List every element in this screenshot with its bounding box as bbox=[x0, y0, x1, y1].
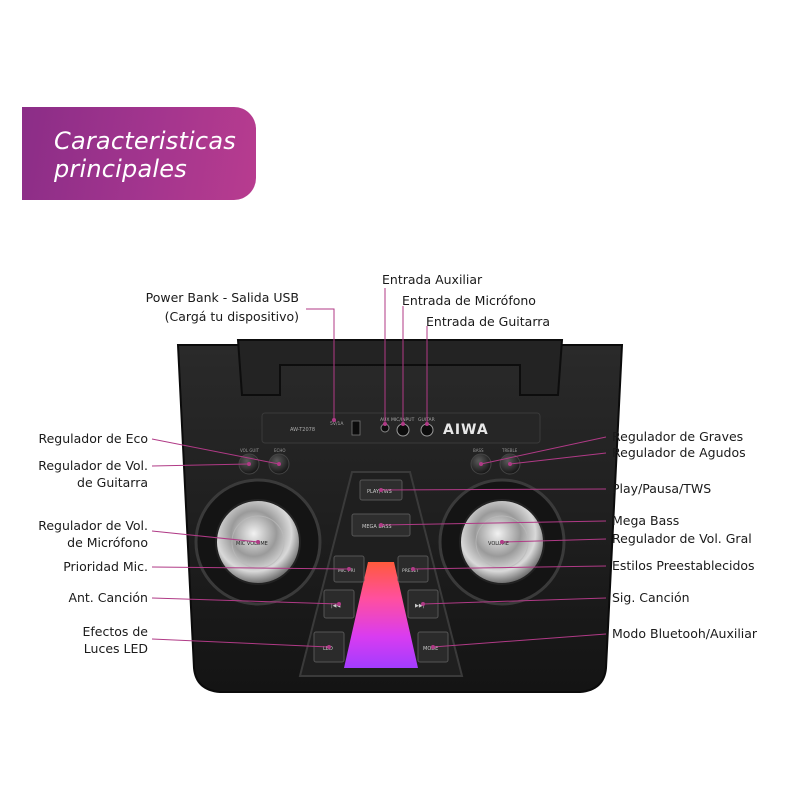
callout-main-volume: Regulador de Vol. Gral bbox=[612, 531, 752, 546]
model-label: AW-T2078 bbox=[290, 427, 315, 433]
callout-power-bank-line2: (Cargá tu dispositivo) bbox=[164, 309, 299, 324]
banner-title-line-2: principales bbox=[54, 155, 187, 183]
callout-guitar-volume-line2: de Guitarra bbox=[77, 475, 148, 490]
svg-text:ECHO: ECHO bbox=[274, 448, 285, 453]
callout-mic-priority: Prioridad Mic. bbox=[63, 559, 148, 574]
guitar-label: GUITAR bbox=[418, 417, 435, 423]
svg-text:BASS: BASS bbox=[473, 448, 484, 453]
svg-text:MODE: MODE bbox=[423, 646, 438, 652]
svg-text:VOL GUIT: VOL GUIT bbox=[240, 448, 260, 453]
callout-mic-input: Entrada de Micrófono bbox=[402, 293, 536, 308]
svg-text:VOLUME: VOLUME bbox=[488, 541, 509, 547]
callout-mic-volume-line2: de Micrófono bbox=[67, 535, 148, 550]
title-banner: Caracteristicas principales bbox=[22, 107, 256, 200]
banner-title-line-1: Caracteristicas bbox=[54, 127, 236, 155]
callout-mic-volume-line1: Regulador de Vol. bbox=[38, 518, 148, 533]
svg-text:TREBLE: TREBLE bbox=[501, 448, 518, 453]
svg-text:MIC VOLUME: MIC VOLUME bbox=[236, 541, 268, 547]
svg-text:MIC PRI: MIC PRI bbox=[338, 568, 355, 574]
callout-next-track: Sig. Canción bbox=[612, 590, 690, 605]
svg-text:MEGA BASS: MEGA BASS bbox=[362, 524, 392, 530]
callout-guitar-input: Entrada de Guitarra bbox=[426, 314, 551, 329]
usb-port bbox=[351, 420, 361, 436]
callout-presets: Estilos Preestablecidos bbox=[612, 558, 755, 573]
callout-mode: Modo Bluetooh/Auxiliar bbox=[612, 626, 758, 641]
svg-text:▶▶|: ▶▶| bbox=[415, 603, 425, 609]
callout-echo: Regulador de Eco bbox=[38, 431, 148, 446]
svg-text:|◀◀: |◀◀ bbox=[331, 603, 341, 609]
callout-aux-input: Entrada Auxiliar bbox=[382, 272, 483, 287]
usb-label: 5V/1A bbox=[330, 421, 344, 427]
leader-lines bbox=[151, 288, 607, 648]
led-light-panel bbox=[344, 562, 418, 668]
callout-mega-bass: Mega Bass bbox=[612, 513, 680, 528]
callout-prev-track: Ant. Canción bbox=[68, 590, 148, 605]
leader-dots bbox=[247, 418, 512, 649]
brand-logo: AIWA bbox=[443, 422, 489, 438]
callout-bass: Regulador de Graves bbox=[612, 429, 744, 444]
callout-play: Play/Pausa/TWS bbox=[612, 481, 712, 496]
callout-led-line2: Luces LED bbox=[83, 641, 148, 656]
svg-text:PRESET: PRESET bbox=[402, 568, 419, 574]
speaker-handle bbox=[236, 339, 564, 396]
callout-guitar-volume-line1: Regulador de Vol. bbox=[38, 458, 148, 473]
callout-power-bank-line1: Power Bank - Salida USB bbox=[145, 290, 299, 305]
callout-treble: Regulador de Agudos bbox=[612, 445, 746, 460]
callout-led-line1: Efectos de bbox=[82, 624, 148, 639]
svg-text:PLAY/TWS: PLAY/TWS bbox=[367, 489, 392, 495]
svg-text:LED: LED bbox=[323, 646, 333, 652]
